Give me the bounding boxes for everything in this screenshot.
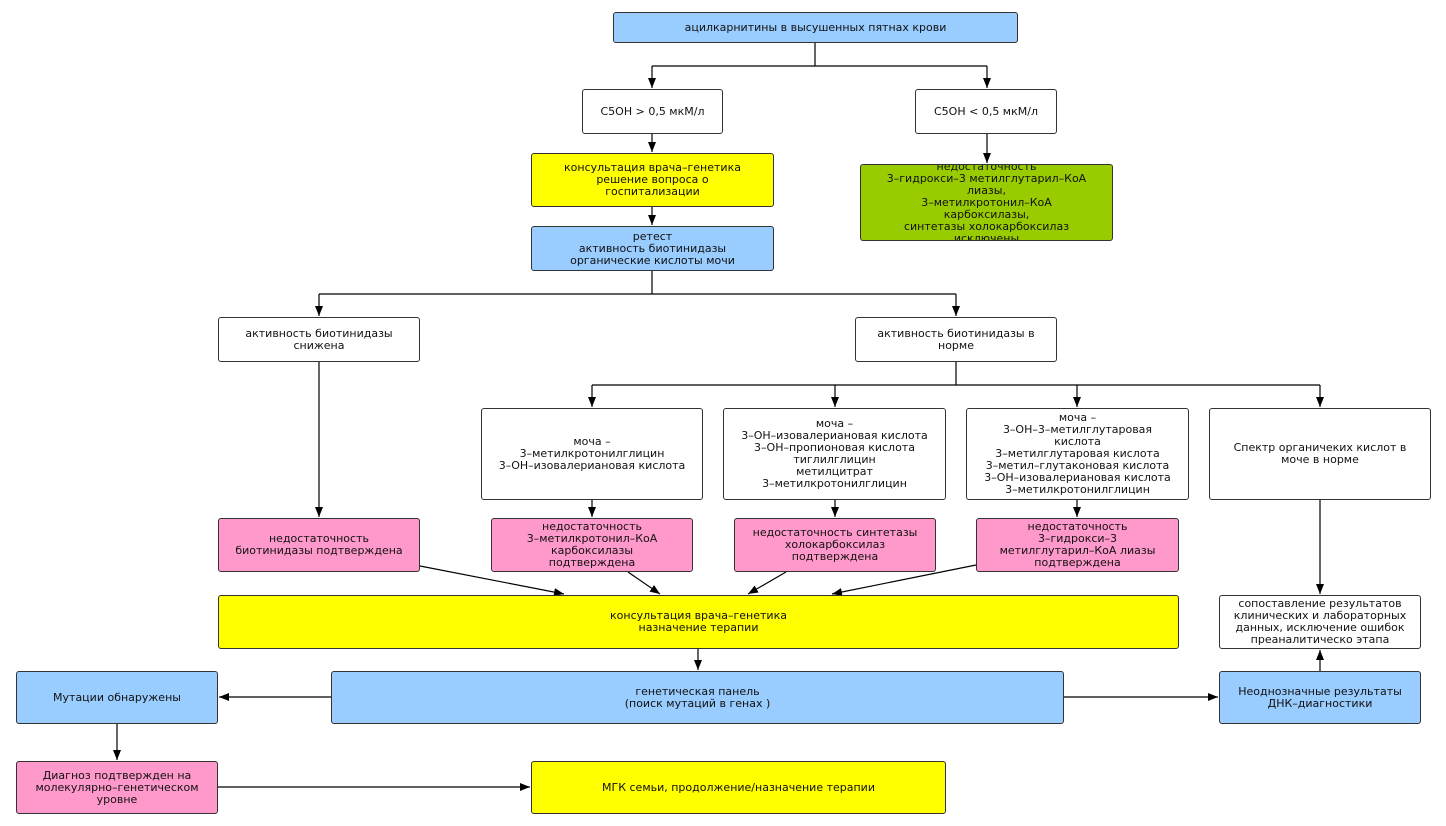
node-acylcarnitines: ацилкарнитины в высушенных пятнах крови [613, 12, 1018, 43]
node-consult-therapy: консультация врача–генетика назначение т… [218, 595, 1179, 649]
node-biotinidase-confirmed: недостаточность биотинидазы подтверждена [218, 518, 420, 572]
node-genetic-panel: генетическая панель (поиск мутаций в ген… [331, 671, 1064, 724]
node-c5oh-high: C5OH > 0,5 мкМ/л [582, 89, 723, 134]
node-hmgcl-confirmed: недостаточность 3–гидрокси–3 метилглутар… [976, 518, 1179, 572]
node-mgk-family: МГК семьи, продолжение/назначение терапи… [531, 761, 946, 814]
node-organic-acids-normal: Спектр органичеких кислот в моче в норме [1209, 408, 1431, 500]
node-ambiguous-dna: Неоднозначные результаты ДНК–диагностики [1219, 671, 1421, 724]
node-diagnosis-confirmed: Диагноз подтвержден на молекулярно–генет… [16, 761, 218, 814]
node-urine-hlcs: моча – 3–OH–изовалериановая кислота 3–OH… [723, 408, 946, 500]
node-retest: ретест активность биотинидазы органическ… [531, 226, 774, 271]
node-urine-mcc: моча – 3–метилкротонилглицин 3–OH–изовал… [481, 408, 703, 500]
arrow-mcc-to-therapy [627, 571, 661, 595]
node-urine-hmgcl: моча – 3–OH–3–метилглутаровая кислота 3–… [966, 408, 1189, 500]
node-mcc-confirmed: недостаточность 3–метилкротонил–КоА карб… [491, 518, 693, 572]
node-biotinidase-low: активность биотинидазы снижена [218, 317, 420, 362]
arrow-hlcs-to-therapy [747, 571, 787, 595]
node-hlcs-confirmed: недостаточность синтетазы холокарбоксила… [734, 518, 936, 572]
node-biotinidase-normal: активность биотинидазы в норме [855, 317, 1057, 362]
node-c5oh-low: C5OH < 0,5 мкМ/л [915, 89, 1057, 134]
node-mutations-found: Мутации обнаружены [16, 671, 218, 724]
node-consult-hospitalization: консультация врача–генетика решение вопр… [531, 153, 774, 207]
node-deficiency-excluded: недостаточность 3–гидрокси–3 метилглутар… [860, 164, 1113, 241]
node-compare-results: сопоставление результатов клинических и … [1219, 595, 1421, 649]
